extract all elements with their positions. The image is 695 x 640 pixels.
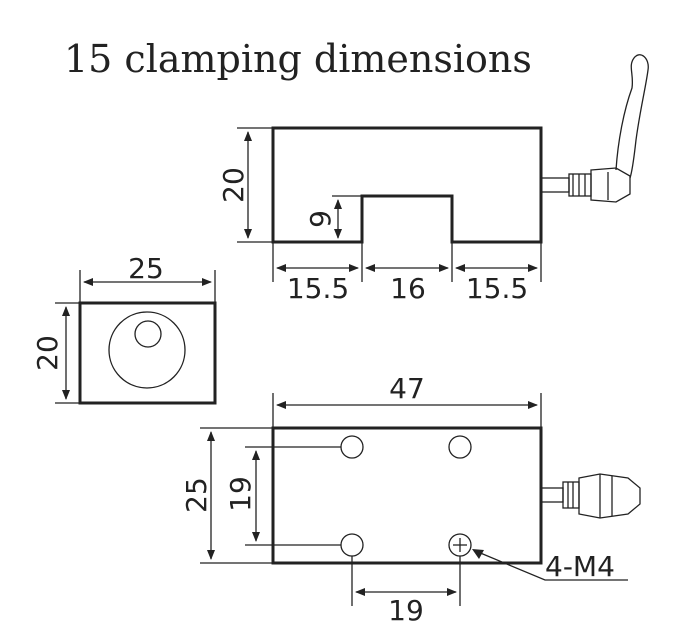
slot-depth-label: 9 [304, 210, 337, 228]
right-width-label: 15.5 [466, 272, 528, 305]
mounting-hole [340, 435, 364, 459]
hole-callout-label: 4-M4 [545, 550, 615, 583]
hole-spacing-x-label: 19 [388, 594, 424, 627]
side-height-label: 20 [31, 335, 64, 371]
top-length-label: 47 [389, 372, 425, 405]
top-view: 47 25 19 19 4-M4 [180, 372, 641, 627]
drawing-title: 15 clamping dimensions [64, 37, 532, 81]
front-height-label: 20 [217, 167, 250, 203]
mounting-hole [448, 435, 472, 459]
side-view-body [78, 301, 217, 405]
front-view: 20 9 15.5 16 15.5 [217, 54, 649, 305]
clamp-lever-icon [540, 473, 641, 519]
top-width-label: 25 [180, 477, 213, 513]
clamp-lever-icon [540, 54, 649, 203]
hole-spacing-y-label: 19 [224, 476, 257, 512]
large-bore-circle [108, 311, 186, 389]
top-view-body [271, 426, 543, 565]
side-view: 25 20 [31, 252, 217, 405]
mounting-hole [340, 533, 364, 557]
side-width-label: 25 [128, 252, 164, 285]
left-width-label: 15.5 [287, 272, 349, 305]
slot-width-label: 16 [390, 272, 426, 305]
front-view-body [271, 126, 543, 244]
small-bore-circle [134, 320, 162, 348]
